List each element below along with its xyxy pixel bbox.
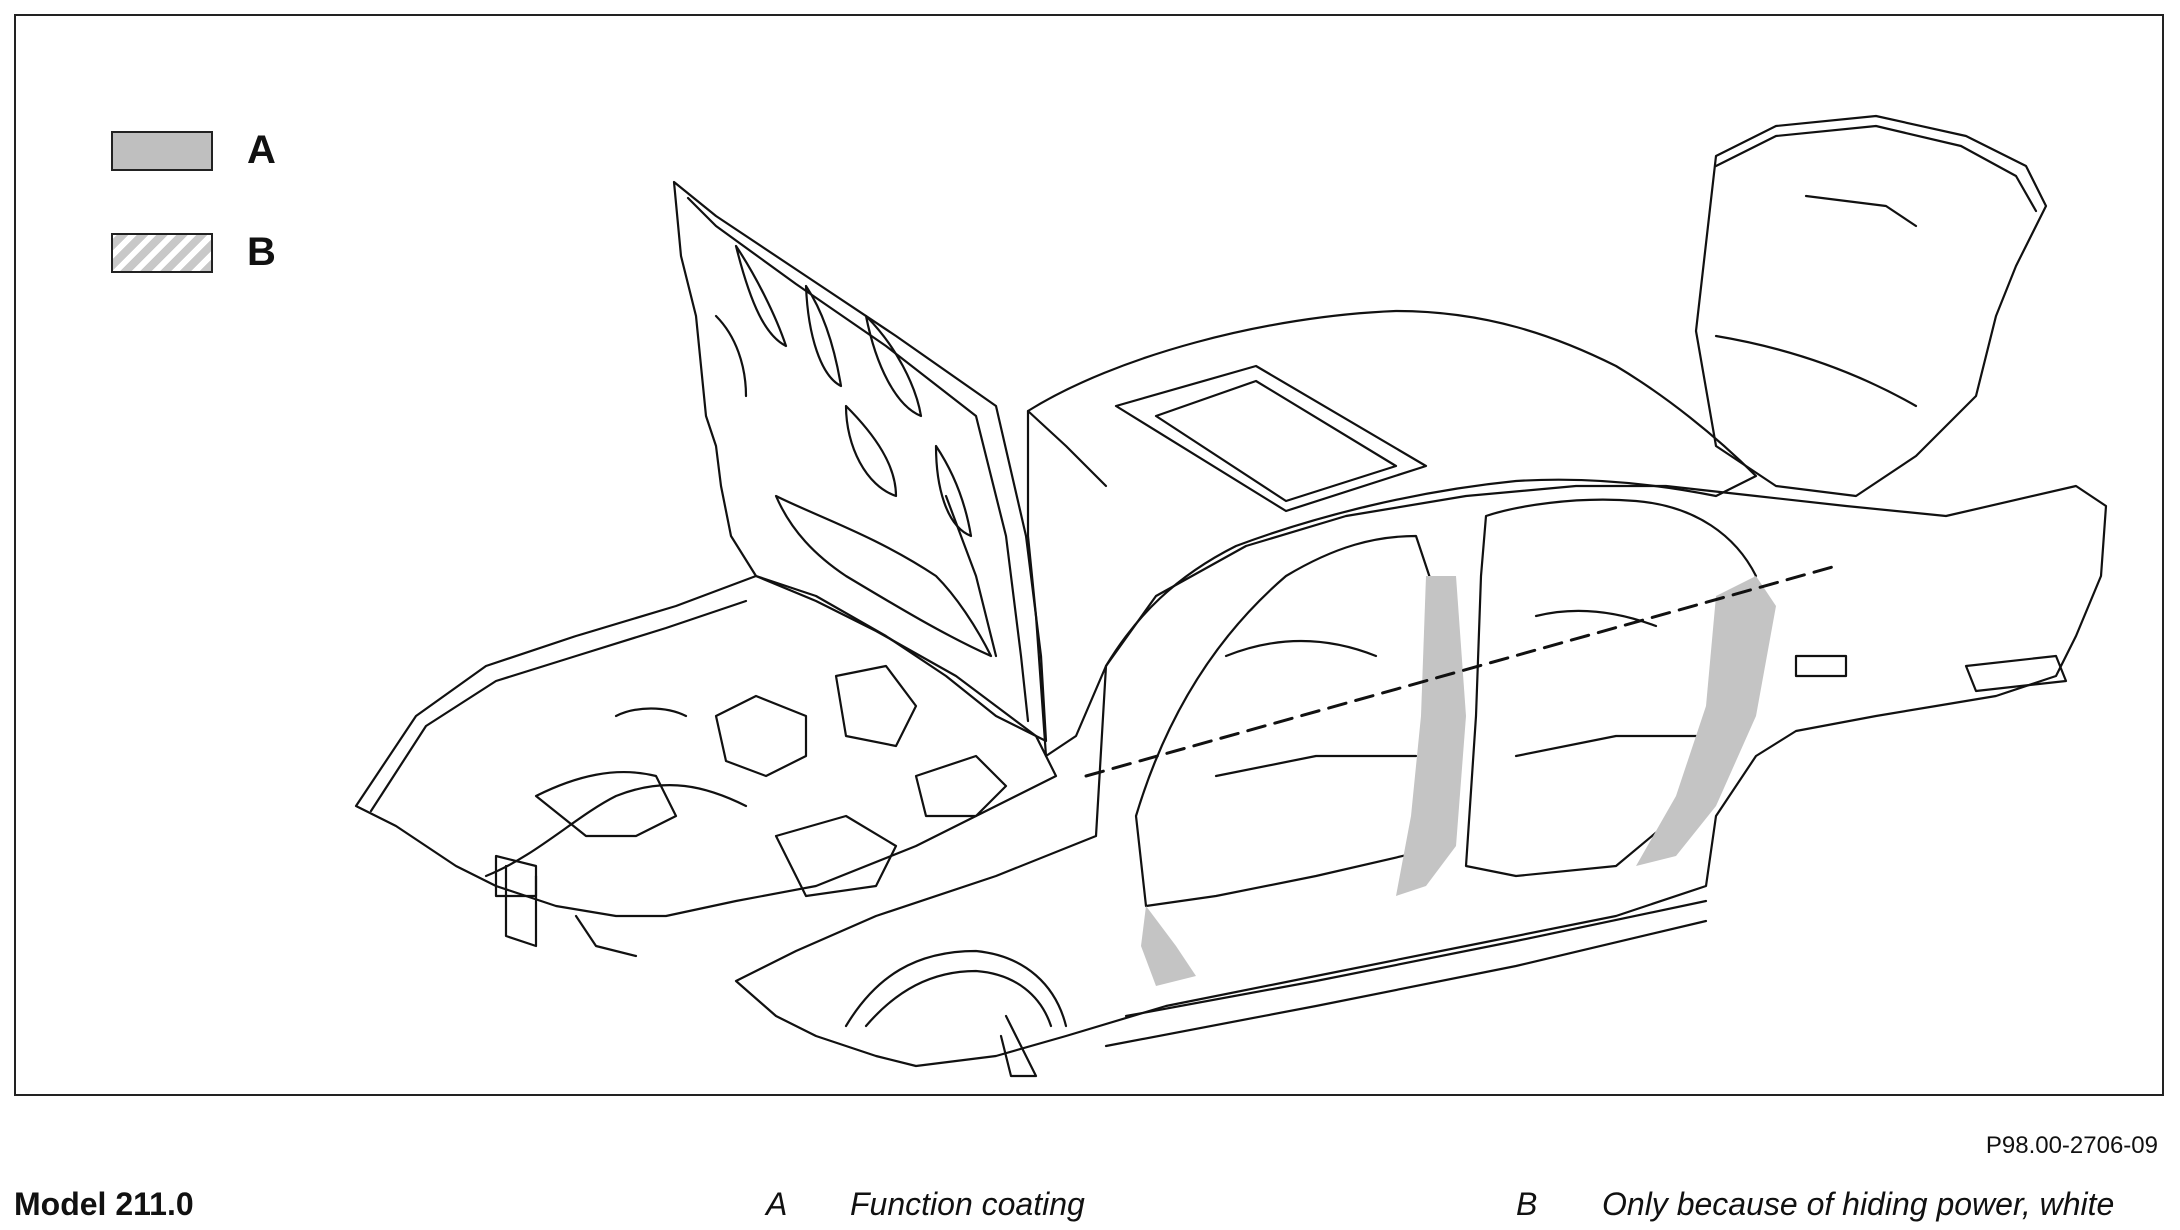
figure-code: P98.00-2706-09 — [1985, 1132, 2158, 1159]
function-coating-areas — [1141, 576, 1776, 986]
engine-bay — [354, 574, 1058, 958]
legend-swatch-a — [111, 130, 213, 171]
legend-item-a: A — [111, 128, 276, 173]
side-body — [734, 484, 2108, 1078]
legend-item-b: B — [111, 230, 276, 275]
open-hood — [672, 180, 1048, 743]
figure-frame: A B — [14, 14, 2164, 1096]
legend-letter-a: A — [247, 128, 276, 172]
roof — [1026, 309, 1758, 758]
trunk-lid — [1694, 114, 2048, 498]
caption-b-letter: B — [1516, 1186, 1538, 1222]
caption-b-text: Only because of hiding power, white — [1602, 1186, 2115, 1222]
caption-a-letter: A — [766, 1186, 788, 1222]
legend-letter-b: B — [247, 230, 276, 274]
legend-swatch-b — [111, 232, 213, 273]
car-body-diagram — [354, 114, 2108, 1078]
model-label: Model 211.0 — [14, 1186, 194, 1222]
caption-a-text: Function coating — [850, 1186, 1085, 1222]
dashed-reference-line — [1084, 564, 1838, 778]
